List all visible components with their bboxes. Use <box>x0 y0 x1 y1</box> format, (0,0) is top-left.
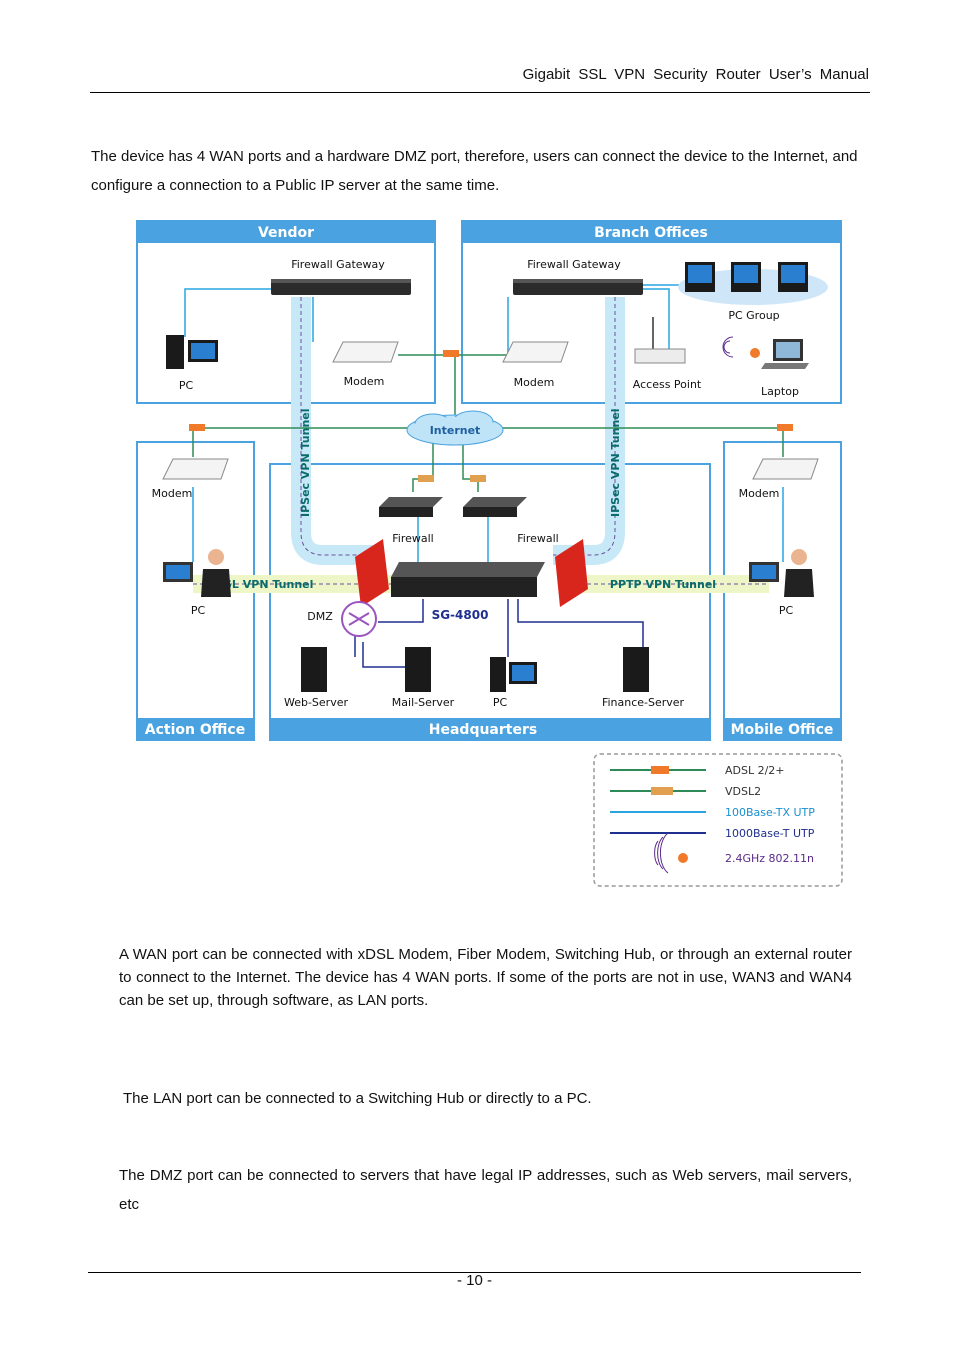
legend-wifi: 2.4GHz 802.11n <box>725 852 814 865</box>
action-modem-label: Modem <box>152 487 193 500</box>
legend-tx: 100Base-TX UTP <box>725 806 815 819</box>
legend-vdsl: VDSL2 <box>725 785 761 798</box>
pc-group-label: PC Group <box>728 309 779 322</box>
finance-server-icon: Finance-Server <box>602 647 685 709</box>
action-pc-icon: PC <box>163 549 231 617</box>
branch-gateway: Firewall Gateway <box>513 258 643 295</box>
firewall-right-icon: Firewall <box>463 497 559 545</box>
dmz-paragraph: The DMZ port can be connected to servers… <box>119 1167 852 1213</box>
vendor-pc-label: PC <box>179 379 194 392</box>
ipsec-tunnel-right: IPSec VPN Tunnel <box>553 297 625 565</box>
finance-server-label: Finance-Server <box>602 696 685 709</box>
zone-hq-title: Headquarters <box>429 722 537 738</box>
mobile-modem-label: Modem <box>739 487 780 500</box>
device-label: SG-4800 <box>432 608 489 622</box>
laptop-icon: Laptop <box>722 336 809 398</box>
header-rule <box>90 92 870 93</box>
dmz-switch-icon: DMZ <box>307 601 377 637</box>
vendor-modem-icon: Modem <box>332 341 399 388</box>
wan-paragraph: A WAN port can be connected with xDSL Mo… <box>119 946 852 1009</box>
action-modem-icon: Modem <box>152 458 229 500</box>
zone-mobile-title: Mobile Office <box>731 722 834 738</box>
brick-wall-left <box>355 539 389 607</box>
sg-4800-device: SG-4800 <box>391 562 545 622</box>
firewall-right-label: Firewall <box>517 532 558 545</box>
internet-cloud: Internet <box>406 410 504 446</box>
lan-paragraph: The LAN port can be connected to a Switc… <box>123 1090 592 1107</box>
zone-action-title: Action Office <box>145 722 245 738</box>
hq-pc-label: PC <box>493 696 508 709</box>
vendor-gateway: Firewall Gateway <box>271 258 411 295</box>
web-server-label: Web-Server <box>284 696 349 709</box>
footer-rule <box>88 1272 861 1273</box>
intro-paragraph: The device has 4 WAN ports and a hardwar… <box>91 148 858 194</box>
brick-wall-right <box>555 539 588 607</box>
mobile-modem-icon: Modem <box>739 458 819 500</box>
ipsec-tunnel-left: IPSec VPN Tunnel <box>291 297 373 565</box>
ipsec-left-label: IPSec VPN Tunnel <box>299 408 312 517</box>
network-diagram: Vendor Branch Offices Action Office Head… <box>136 220 843 887</box>
pc-group-icon: PC Group <box>678 262 828 322</box>
zone-branch-title: Branch Offices <box>594 225 708 241</box>
ssl-vpn-tunnel: SSL VPN Tunnel <box>193 575 393 593</box>
vendor-gateway-label: Firewall Gateway <box>291 258 385 271</box>
mail-server-label: Mail-Server <box>392 696 455 709</box>
vendor-modem-label: Modem <box>344 375 385 388</box>
hq-pc-icon: PC <box>490 657 537 709</box>
ssl-label: SSL VPN Tunnel <box>217 578 314 591</box>
firewall-left-label: Firewall <box>392 532 433 545</box>
pptp-vpn-tunnel: PPTP VPN Tunnel <box>573 575 769 593</box>
zone-vendor-title: Vendor <box>258 225 314 241</box>
internet-label: Internet <box>430 424 481 437</box>
branch-modem-icon: Modem <box>502 341 569 389</box>
ipsec-right-label: IPSec VPN Tunnel <box>609 408 622 517</box>
connection-lines <box>184 284 784 668</box>
branch-modem-label: Modem <box>514 376 555 389</box>
legend-t: 1000Base-T UTP <box>725 827 815 840</box>
vendor-pc-icon: PC <box>166 335 218 392</box>
branch-gateway-label: Firewall Gateway <box>527 258 621 271</box>
mail-server-icon: Mail-Server <box>392 647 455 709</box>
web-server-icon: Web-Server <box>284 647 349 709</box>
access-point-label: Access Point <box>633 378 702 391</box>
laptop-label: Laptop <box>761 385 799 398</box>
access-point-icon: Access Point <box>633 317 702 391</box>
pptp-label: PPTP VPN Tunnel <box>610 578 716 591</box>
adsl-tags <box>189 350 793 482</box>
page-number: - 10 - <box>456 1272 492 1289</box>
action-pc-label: PC <box>191 604 206 617</box>
zone-vendor: Vendor <box>136 220 436 404</box>
legend-adsl: ADSL 2/2+ <box>725 764 785 777</box>
legend: ADSL 2/2+ VDSL2 100Base-TX UTP 1000Base-… <box>593 753 843 887</box>
mobile-pc-label: PC <box>779 604 794 617</box>
mobile-pc-icon: PC <box>749 549 814 617</box>
dmz-label: DMZ <box>307 610 333 623</box>
running-header: Gigabit SSL VPN Security Router User’s M… <box>522 66 869 83</box>
firewall-left-icon: Firewall <box>379 497 443 545</box>
zone-branch: Branch Offices <box>461 220 842 404</box>
